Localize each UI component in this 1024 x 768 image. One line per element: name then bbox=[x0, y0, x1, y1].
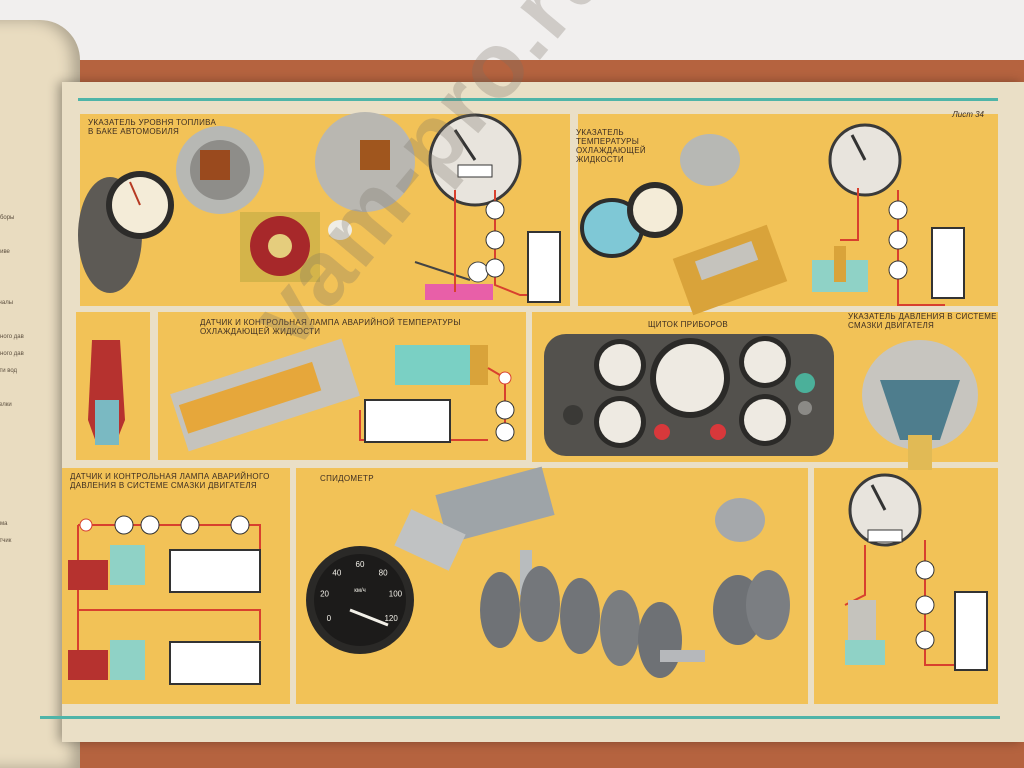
warning-lamp-green-icon bbox=[795, 373, 815, 393]
title-temp-sensor: Датчик и контрольная лампа аварийной тем… bbox=[200, 318, 461, 336]
counter-gear-icon bbox=[715, 498, 765, 542]
left-page-line: вости вод bbox=[0, 368, 18, 374]
fuel-tank-icon bbox=[425, 284, 493, 300]
left-page-line: сигналы bbox=[0, 300, 14, 306]
left-page-line: сумма bbox=[0, 521, 8, 527]
speedometer-tick-label: 20 bbox=[320, 590, 329, 599]
bottom-border-line bbox=[40, 716, 1000, 719]
left-page-line: опливе bbox=[0, 249, 10, 255]
title-oil-sensor: Датчик и контрольная лампа аварийного да… bbox=[70, 472, 270, 490]
temp-gauge-rear-icon bbox=[680, 134, 740, 186]
odometer-drum-icon bbox=[480, 572, 520, 648]
fuse-box-icon bbox=[527, 231, 561, 303]
warning-lamp-red-icon bbox=[654, 424, 670, 440]
background-wall bbox=[0, 0, 1024, 70]
top-border-line bbox=[78, 98, 998, 101]
title-dashboard: Щиток приборов bbox=[648, 320, 729, 329]
speedometer-tick-label: 60 bbox=[356, 560, 365, 569]
title-fuel: Указатель уровня топлива в баке автомоби… bbox=[88, 118, 217, 136]
speedometer-tick-label: 120 bbox=[384, 614, 398, 623]
left-page-line: рийного дав bbox=[0, 351, 24, 357]
speedometer-mechanism-icon bbox=[435, 466, 555, 544]
temp-sensor-schematic-icon bbox=[395, 345, 470, 385]
speedometer-tick-label: 40 bbox=[332, 568, 341, 577]
left-page-line: стрелки bbox=[0, 402, 12, 408]
left-page-line: приборы bbox=[0, 215, 15, 221]
speedometer-tick-label: 0 bbox=[327, 614, 332, 623]
left-page-line: рийного дав bbox=[0, 334, 24, 340]
speedometer-tick-label: 80 bbox=[379, 568, 388, 577]
left-page-line: очетчик bbox=[0, 538, 12, 544]
sheet-number: Лист 34 bbox=[952, 110, 984, 119]
title-speedometer: Спидометр bbox=[320, 474, 374, 483]
float-icon bbox=[467, 261, 489, 283]
title-oil-pressure: Указатель давления в системе смазки двиг… bbox=[848, 312, 997, 330]
speedometer-tick-label: 100 bbox=[389, 590, 403, 599]
speedometer-unit: км/ч bbox=[354, 588, 366, 594]
pressure-sensor-icon bbox=[68, 560, 108, 590]
title-coolant-temp: Указатель температуры охлаждающей жидкос… bbox=[576, 128, 646, 164]
